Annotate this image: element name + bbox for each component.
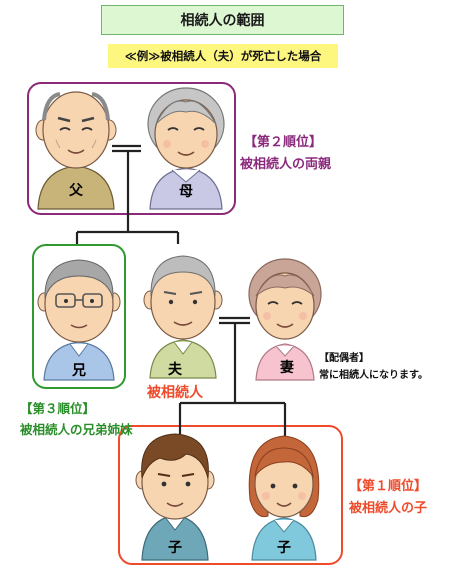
children-rank-label: 【第１順位】 [349,479,428,494]
decedent-label: 被相続人 [147,385,203,401]
siblings-rank-label: 【第３順位】 [20,401,96,416]
children-group-box [118,425,343,565]
children-desc-label: 被相続人の子 [349,501,428,516]
spouse-note: 常に相続人になります。 [319,370,428,381]
mother-tag: 母 [179,184,193,200]
siblings-group-box [32,244,126,389]
father-tag: 父 [68,183,84,199]
mother-figure: 母 [147,87,225,210]
daughter-figure: 子 [248,435,320,561]
son-figure: 子 [135,433,215,561]
husband-tag: 夫 [168,361,183,378]
parents-desc-label: 被相続人の両親 [240,157,332,172]
example-banner: ≪例≫被相続人（夫）が死亡した場合 [108,44,338,68]
brother-tag: 兄 [71,363,86,379]
parents-rank-label: 【第２順位】 [244,135,323,150]
son-tag: 子 [168,540,182,556]
daughter-tag: 子 [277,540,291,556]
siblings-desc-label: 被相続人の兄弟姉妹 [20,422,133,437]
husband-figure: 夫 [143,255,223,379]
brother-figure: 兄 [37,259,121,381]
spouse-label: 【配偶者】 [319,353,369,364]
wife-tag: 妻 [280,359,294,376]
father-figure: 父 [35,91,117,210]
wife-figure: 妻 [248,258,322,381]
parents-group-box [27,82,236,215]
family-connectors [75,144,287,436]
diagram-title: 相続人の範囲 [101,5,344,35]
